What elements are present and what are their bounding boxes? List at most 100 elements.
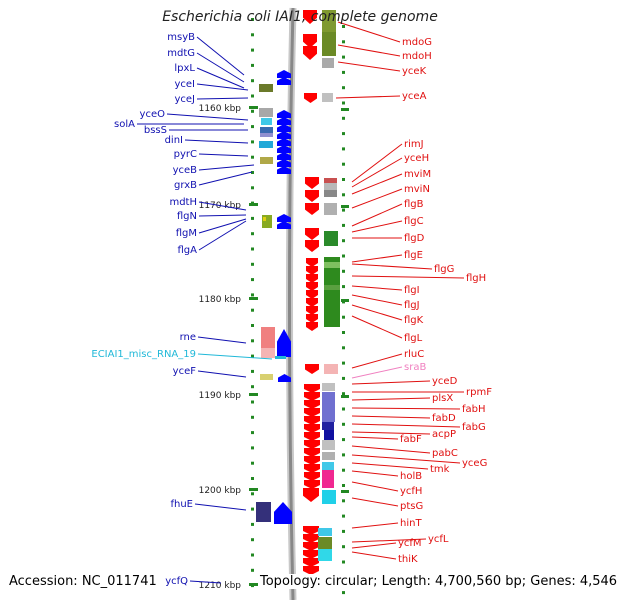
plus-strand-arrow	[277, 77, 291, 85]
minus-strand-arrow	[303, 34, 317, 48]
map-title: Escherichia coli IAI1, complete genome	[162, 9, 438, 25]
leader-line-flgG	[351, 263, 433, 270]
gene-label-fabG: fabG	[462, 422, 486, 433]
map-footer: Accession: NC_011741 Topology: circular;…	[0, 574, 617, 600]
minor-tick-right	[342, 361, 345, 365]
minor-tick-left	[251, 63, 254, 67]
gene-label-yceO: yceO	[140, 109, 166, 120]
minor-tick-left	[251, 522, 254, 526]
leader-line-flgL	[351, 315, 403, 339]
gene-label-tmk: tmk	[430, 464, 450, 475]
feature-block	[322, 392, 335, 422]
scale-tick-label: 1200 kbp	[199, 486, 242, 496]
leader-line-pyrC	[198, 153, 249, 157]
minus-strand-arrow	[304, 448, 320, 457]
leader-line-flgI	[351, 285, 403, 291]
leader-line-flgA	[198, 220, 247, 251]
gene-label-rpmF: rpmF	[466, 387, 492, 398]
minus-strand-arrow	[306, 306, 318, 315]
plus-strand-arrow	[277, 145, 291, 153]
minus-strand-arrow	[306, 314, 318, 323]
feature-block	[324, 190, 337, 197]
minor-tick-right	[342, 453, 345, 457]
gene-label-rluC: rluC	[404, 349, 424, 360]
feature-block	[259, 108, 273, 117]
major-tick-right	[341, 395, 349, 398]
feature-block	[324, 231, 338, 246]
minor-tick-right	[342, 514, 345, 518]
minor-tick-right	[342, 591, 345, 595]
gene-label-ycfQ: ycfQ	[165, 576, 188, 587]
leader-line-sraB	[351, 366, 403, 379]
accession-text: Accession: NC_011741	[9, 574, 157, 589]
minor-tick-right	[342, 529, 345, 533]
minor-tick-right	[342, 407, 345, 411]
feature-block	[324, 262, 340, 268]
gene-label-flgN: flgN	[177, 211, 197, 222]
feature-block	[261, 348, 275, 358]
feature-block	[262, 215, 272, 228]
minor-tick-right	[342, 254, 345, 258]
minor-tick-left	[251, 155, 254, 159]
leader-line-flgH	[351, 275, 465, 279]
gene-label-flgL: flgL	[404, 333, 423, 344]
feature-block	[318, 549, 332, 561]
leader-line-flgC	[351, 220, 403, 233]
minor-tick-left	[251, 232, 254, 236]
minor-tick-right	[342, 55, 345, 59]
minus-strand-arrow	[306, 266, 318, 275]
minor-tick-left	[251, 109, 254, 113]
minor-tick-left	[251, 247, 254, 251]
leader-line-mviN	[351, 188, 403, 209]
leader-line-msyB	[196, 36, 245, 76]
leader-line-yceG	[351, 454, 461, 464]
feature-block	[322, 10, 336, 32]
minor-tick-right	[342, 116, 345, 120]
gene-labels: msyBmdtGlpxLyceIyceJyceOsolAbssSdinIpyrC…	[91, 32, 492, 587]
minus-strand-arrow	[306, 282, 318, 291]
plus-strand-arrow	[277, 152, 291, 160]
gene-label-flgG: flgG	[434, 264, 454, 275]
leader-line-mviM	[351, 173, 403, 195]
minus-strand-arrow	[304, 480, 320, 489]
leader-line-yceA	[335, 95, 401, 99]
minus-strand-arrow	[306, 290, 318, 299]
minus-strand-arrow	[303, 46, 317, 60]
feature-block	[322, 490, 336, 504]
leader-line-fabD	[351, 415, 431, 419]
label-leader-lines	[137, 21, 465, 584]
minus-strand-arrow	[303, 10, 317, 24]
major-tick	[249, 393, 258, 396]
leader-line-plsX	[351, 397, 431, 401]
minor-tick-right	[342, 545, 345, 549]
minor-tick-left	[251, 293, 254, 297]
feature-block	[324, 285, 340, 290]
minor-tick-left	[251, 308, 254, 312]
minor-tick-right	[342, 208, 345, 212]
leader-line-ECIAI1_misc_RNA_19	[197, 353, 273, 360]
minor-tick-left	[251, 140, 254, 144]
minus-strand-arrow	[303, 550, 319, 559]
leader-line-yceI	[196, 83, 249, 91]
minus-strand-arrow	[305, 177, 319, 189]
plus-strand-arrow	[277, 166, 291, 174]
minor-tick-right	[342, 147, 345, 151]
minor-tick-left	[251, 48, 254, 52]
plus-strand-arrow	[277, 70, 291, 78]
feature-block	[275, 356, 286, 359]
leader-line-yceF	[197, 370, 247, 378]
gene-label-rne: rne	[180, 332, 196, 343]
minor-tick-right	[342, 422, 345, 426]
plus-strand-arrow	[277, 329, 291, 357]
minor-tick-left	[251, 216, 254, 220]
gene-label-flgB: flgB	[404, 199, 424, 210]
gene-label-flgJ: flgJ	[404, 300, 420, 311]
gene-label-fabD: fabD	[432, 413, 456, 424]
feature-block	[259, 141, 273, 148]
minor-tick-left	[251, 415, 254, 419]
plus-strand-arrow	[278, 374, 291, 382]
leader-line-yceJ	[196, 97, 249, 100]
gene-label-yceH: yceH	[404, 153, 429, 164]
feature-block	[322, 32, 336, 56]
